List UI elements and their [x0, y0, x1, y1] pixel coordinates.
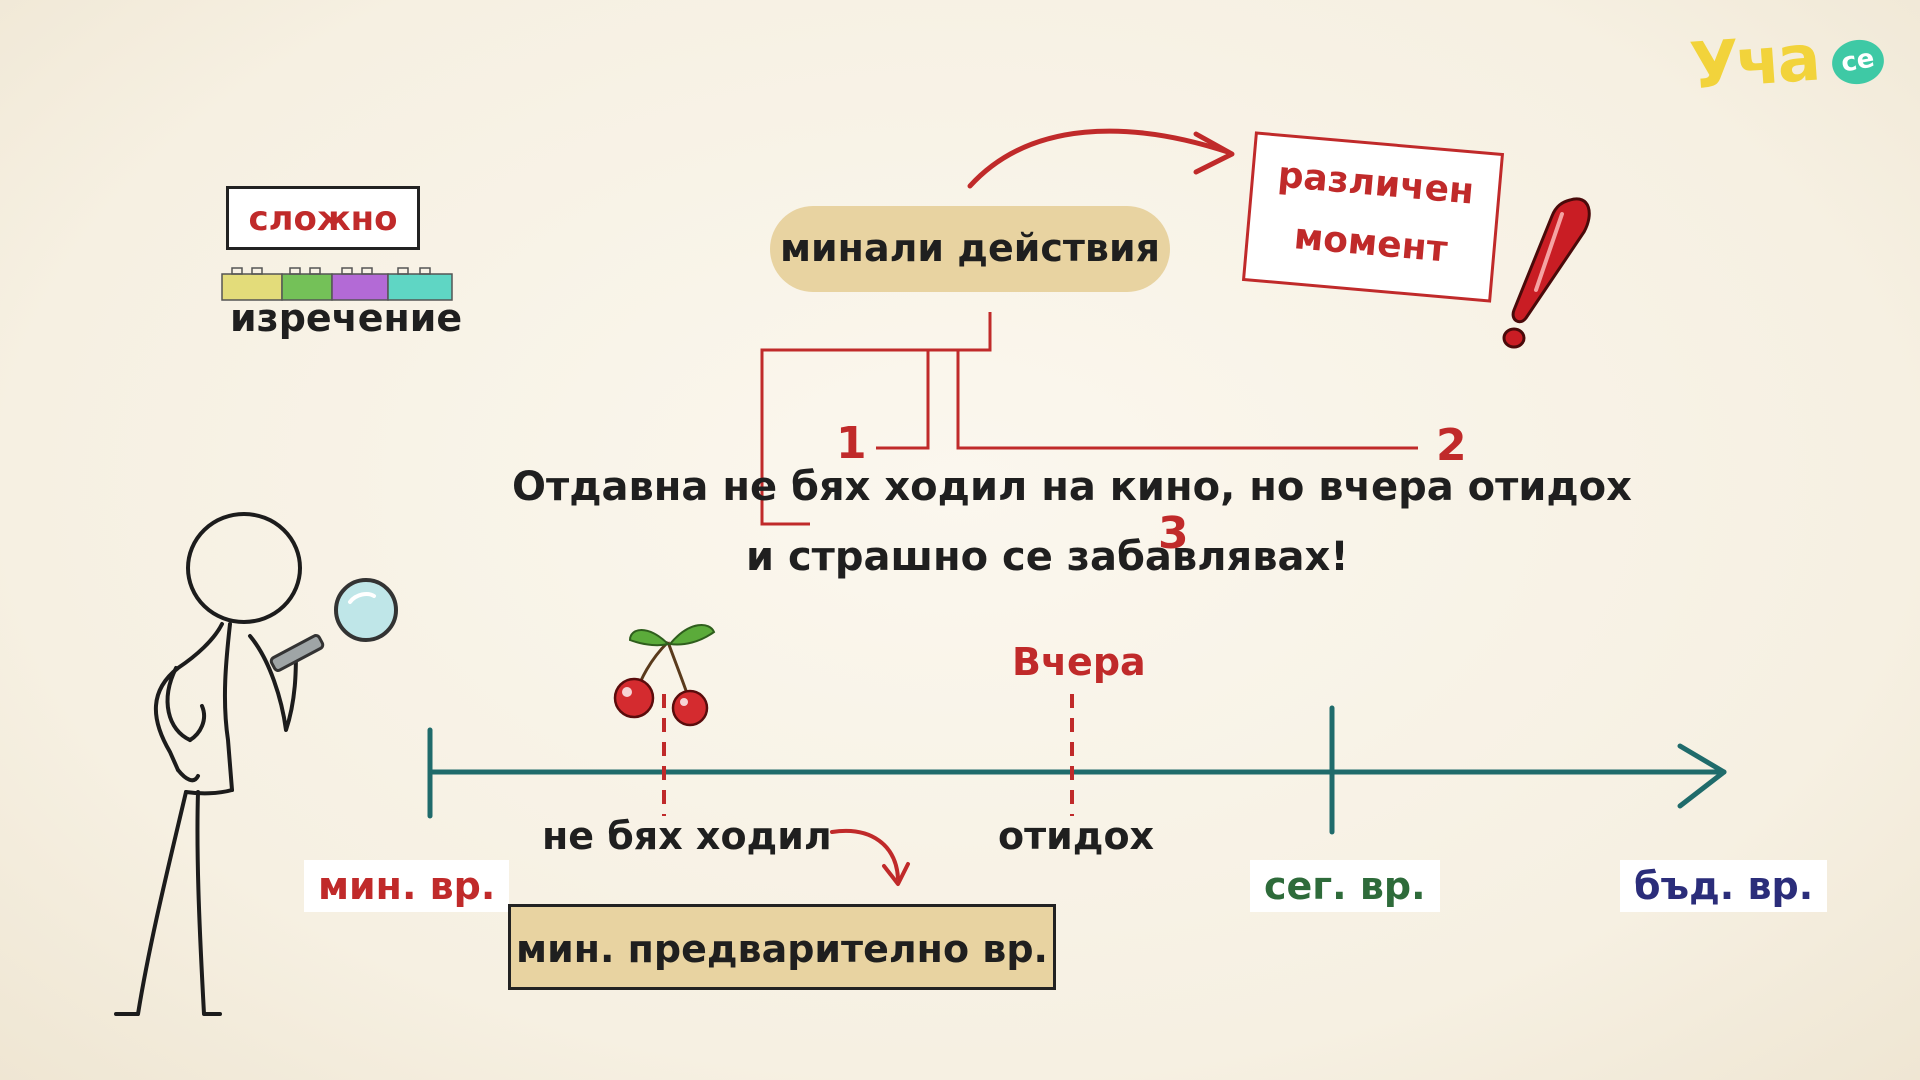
past-actions-bubble: минали действия — [770, 206, 1170, 292]
different-moment-line1: различен — [1276, 154, 1476, 213]
yesterday-label: Вчера — [1012, 640, 1146, 684]
marker-2: 2 — [1436, 420, 1467, 471]
clause-brackets — [760, 312, 1418, 526]
example-sentence-line2: и страшно се забавлявах! — [746, 534, 1349, 580]
different-moment-box: различен момент — [1241, 131, 1505, 303]
example-sentence-line1: Отдавна не бях ходил на кино, но вчера о… — [512, 464, 1632, 510]
past-tense-label: мин. вр. — [304, 860, 510, 912]
past-actions-label: минали действия — [780, 226, 1160, 270]
logo: Уча се — [1688, 22, 1890, 106]
pluperfect-box: мин. предварително вр. — [508, 904, 1056, 990]
different-moment-line2: момент — [1292, 216, 1450, 271]
exclamation-icon — [1502, 197, 1591, 349]
future-tense-label: бъд. вр. — [1620, 860, 1828, 912]
complex-label-box: сложно — [226, 186, 420, 250]
timeline — [427, 705, 1727, 835]
present-tense-label: сег. вр. — [1250, 860, 1440, 912]
small-arrow-icon — [830, 828, 910, 886]
pluperfect-label: мин. предварително вр. — [516, 927, 1048, 971]
logo-text: Уча — [1687, 21, 1820, 105]
marker-1: 1 — [836, 418, 867, 469]
marker-3: 3 — [1158, 508, 1189, 559]
stick-figure-icon — [114, 512, 302, 1016]
sentence-caption: изречение — [230, 296, 463, 340]
arrow-icon — [967, 128, 1235, 189]
logo-badge: се — [1828, 35, 1888, 89]
verb-a-label: не бях ходил — [542, 814, 832, 858]
magnifier-icon — [269, 578, 398, 672]
verb-b-label: отидох — [998, 814, 1155, 858]
complex-label: сложно — [248, 199, 398, 239]
lego-blocks-icon — [221, 267, 453, 301]
cherry-icon — [613, 624, 716, 727]
timeline-markers — [662, 694, 1074, 816]
